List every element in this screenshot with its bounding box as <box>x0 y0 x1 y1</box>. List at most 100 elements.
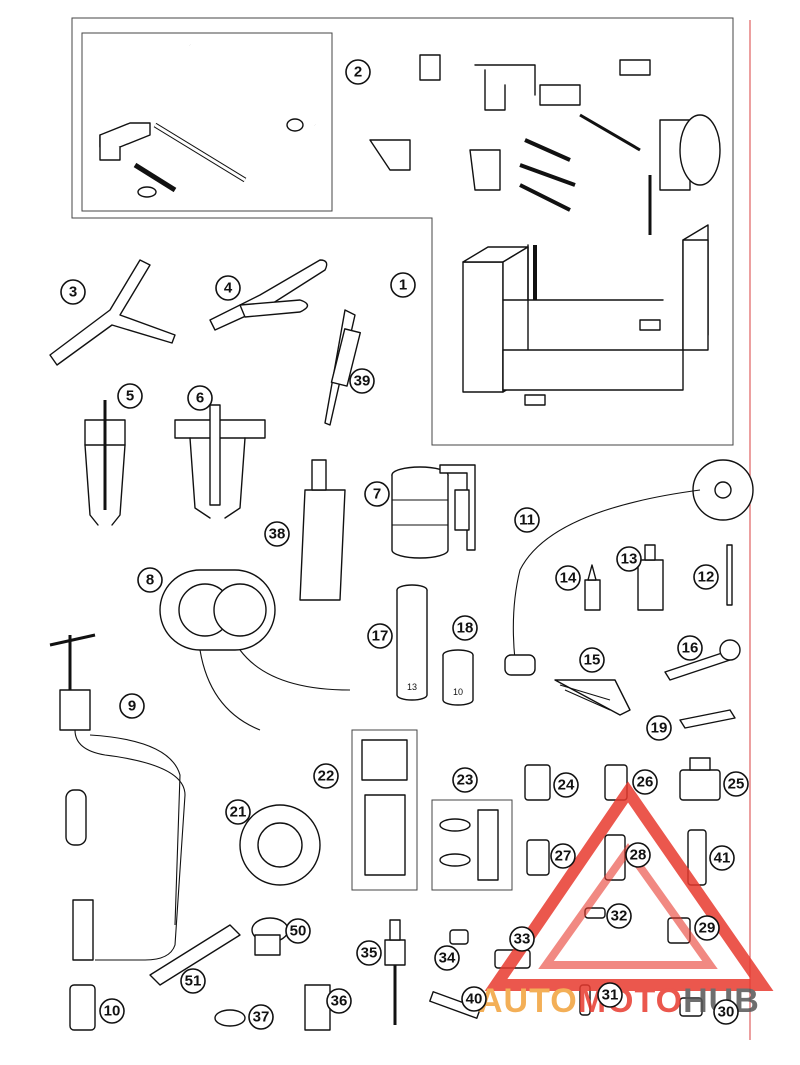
callout-29: 29 <box>694 915 720 941</box>
callout-label: 28 <box>630 847 647 864</box>
callout-label: 14 <box>560 570 577 587</box>
callout-label: 30 <box>718 1004 735 1021</box>
callout-40: 40 <box>461 986 487 1012</box>
callout-label: 37 <box>253 1009 270 1026</box>
callout-5: 5 <box>117 383 143 409</box>
callout-circle <box>514 507 540 533</box>
feeler-gauge-15 <box>554 679 631 716</box>
callout-9: 9 <box>119 693 145 719</box>
callout-label: 29 <box>699 920 716 937</box>
callout-circle <box>723 771 749 797</box>
callout-label: 39 <box>354 373 371 390</box>
callout-8: 8 <box>137 567 163 593</box>
callout-circle <box>461 986 487 1012</box>
callout-circle <box>225 799 251 825</box>
callout-circle <box>326 988 352 1014</box>
callout-label: 19 <box>651 720 668 737</box>
callout-circle <box>579 647 605 673</box>
callout-label: 9 <box>128 698 136 715</box>
puller-6 <box>174 404 266 519</box>
sealant-tube-38 <box>299 459 346 601</box>
bolt-set-parts <box>99 43 316 198</box>
callout-circle <box>597 982 623 1008</box>
callout-10: 10 <box>99 998 125 1024</box>
callout-36: 36 <box>326 988 352 1014</box>
callout-circle <box>606 903 632 929</box>
holder-50 <box>251 917 289 956</box>
callout-13: 13 <box>616 546 642 572</box>
socket-17-marking: 13 <box>407 682 417 692</box>
callout-circle <box>646 715 672 741</box>
callout-label: 12 <box>698 569 715 586</box>
callout-label: 6 <box>196 390 204 407</box>
callout-14: 14 <box>555 565 581 591</box>
callout-circle <box>187 385 213 411</box>
callout-circle <box>434 945 460 971</box>
callout-label: 22 <box>318 768 335 785</box>
callout-41: 41 <box>709 845 735 871</box>
callout-label: 8 <box>146 572 154 589</box>
syringe-39 <box>324 309 361 426</box>
callout-label: 31 <box>602 987 619 1004</box>
callout-circle <box>713 999 739 1025</box>
callout-circle <box>364 481 390 507</box>
callout-2: 2 <box>345 59 371 85</box>
socket-18: 10 <box>442 649 474 706</box>
pin-wrench-16 <box>664 639 741 681</box>
callout-circle <box>180 968 206 994</box>
watermark-text: AUTOMOTOHUB <box>478 982 760 1020</box>
callout-label: 35 <box>361 945 378 962</box>
callout-circle <box>345 59 371 85</box>
clutch-holder-21 <box>239 804 321 886</box>
callout-25: 25 <box>723 771 749 797</box>
engine-stand-frame-outline <box>71 17 734 446</box>
bottle-14 <box>584 564 601 611</box>
callout-label: 25 <box>728 776 745 793</box>
callout-circle <box>693 564 719 590</box>
engine-stand-parts <box>369 54 721 406</box>
callout-circle <box>625 842 651 868</box>
callout-label: 26 <box>637 774 654 791</box>
callout-label: 5 <box>126 388 134 405</box>
bushing-set-22 <box>351 729 418 891</box>
callout-23: 23 <box>452 767 478 793</box>
spring-40 <box>429 991 481 1019</box>
callout-circle <box>99 998 125 1024</box>
callout-31: 31 <box>597 982 623 1008</box>
callout-label: 10 <box>104 1003 121 1020</box>
callout-label: 41 <box>714 850 731 867</box>
callout-35: 35 <box>356 940 382 966</box>
callout-circle <box>215 275 241 301</box>
callout-circle <box>452 615 478 641</box>
watermark-text-auto: AUTO <box>478 982 578 1020</box>
callout-6: 6 <box>187 385 213 411</box>
valve-spring-compressor-9 <box>49 633 186 961</box>
callout-7: 7 <box>364 481 390 507</box>
callout-39: 39 <box>349 368 375 394</box>
adapter-10 <box>69 984 96 1031</box>
plate-36 <box>304 984 331 1031</box>
callout-label: 23 <box>457 772 474 789</box>
ring-compressor-7 <box>391 464 476 559</box>
callout-21: 21 <box>225 799 251 825</box>
watermark-triangle-logo <box>484 781 774 991</box>
callout-label: 3 <box>69 284 77 301</box>
callout-33: 33 <box>509 926 535 952</box>
callout-circle <box>555 565 581 591</box>
callout-circle <box>264 521 290 547</box>
callout-circle <box>285 918 311 944</box>
callout-label: 40 <box>466 991 483 1008</box>
dial-gauge-11 <box>504 459 754 676</box>
watermark-text-moto: MOTO <box>578 982 683 1020</box>
callout-27: 27 <box>550 843 576 869</box>
watermark: AUTOMOTOHUB <box>478 781 774 1020</box>
callout-label: 33 <box>514 931 531 948</box>
callout-34: 34 <box>434 945 460 971</box>
socket-17: 13 <box>396 584 428 701</box>
pliers-4 <box>209 259 328 331</box>
callout-label: 11 <box>519 512 535 529</box>
callout-circle <box>677 635 703 661</box>
callout-16: 16 <box>677 635 703 661</box>
callout-circle <box>248 1004 274 1030</box>
